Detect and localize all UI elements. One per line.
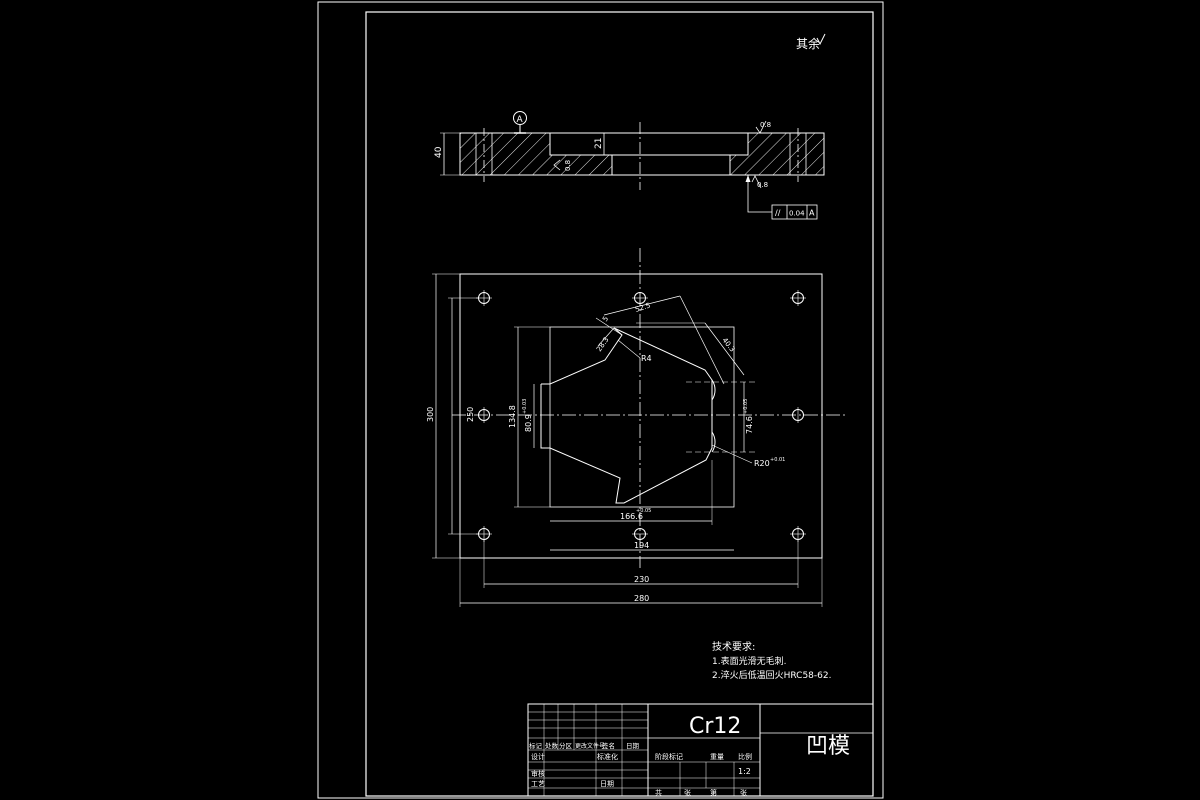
datum-a-label: A: [517, 115, 524, 125]
cavity-width-tol: +0.05: [636, 508, 651, 514]
sheet-no-label: 第: [710, 788, 717, 797]
bolt-hole: [632, 292, 648, 304]
material-text: Cr12: [689, 714, 741, 739]
sheets-label: 张: [684, 788, 691, 797]
inner-rectangle: [549, 326, 735, 508]
roughness-mark-top: 0.8: [760, 121, 771, 129]
tech-requirement-item: 2.淬火后低温回火HRC58-62.: [712, 669, 831, 681]
cavity-inner-height-tol: +0.03: [522, 399, 528, 414]
r4-leader: [617, 339, 641, 359]
bolt-hole: [478, 407, 490, 423]
plan-view: 52.5 28.3 40.3 5 R4 R20 +0.01 74.6 +0.05…: [426, 248, 848, 607]
tolerance-frame: [771, 204, 818, 220]
radius-r20-text: R20: [754, 459, 770, 468]
bolt-hole: [632, 528, 648, 540]
tolerance-arrow-icon: [745, 175, 751, 182]
cavity-slot-lower: [711, 431, 716, 453]
angled-dim-text-4: 5: [601, 315, 610, 323]
row-design-label: 设计: [531, 752, 545, 761]
header-label-signature: 签名: [602, 741, 615, 750]
sheet-outer-frame: [317, 1, 884, 799]
cavity-height-text: 134.8: [508, 405, 517, 428]
header-label-count: 处数: [545, 741, 559, 750]
row-process-label: 工艺: [531, 780, 545, 788]
cavity-slot-upper: [711, 379, 716, 401]
step-dim-text: 21: [594, 138, 604, 149]
angled-dim-text-2: 28.3: [595, 336, 610, 353]
section-hatch-right: [729, 132, 825, 176]
sheets-total-label: 共: [655, 788, 662, 797]
bolt-hole: [476, 526, 492, 542]
tolerance-symbol: //: [775, 209, 781, 218]
title-block: 标记 处数 分区 更改文件号 签名 日期 设计 标准化 审核 工艺 日期 Cr1…: [527, 703, 874, 797]
angled-dim-ext-1: [679, 295, 725, 385]
gap-dim-text: 74.6: [745, 416, 754, 434]
bolt-hole: [476, 290, 492, 306]
scale-label: 比例: [738, 752, 752, 761]
row-check-label: 审核: [531, 769, 545, 778]
thickness-dim-text: 40: [434, 146, 444, 158]
roughness-mark-top-icon: [755, 120, 767, 134]
angled-dim-ext-2: [595, 317, 623, 336]
tolerance-leader: [747, 175, 772, 213]
roughness-note: 其余: [796, 36, 820, 51]
header-label-date: 日期: [626, 742, 640, 750]
header-label-zone: 分区: [559, 741, 573, 750]
stage-label: 阶段标记: [655, 752, 683, 761]
tolerance-datum: A: [809, 209, 815, 218]
weight-label: 重量: [710, 753, 724, 761]
header-label-change-doc: 更改文件号: [575, 742, 605, 750]
r20-leader: [711, 444, 753, 464]
gap-dim-tol: +0.05: [743, 399, 749, 414]
roughness-mark-bottom: 0.8: [757, 181, 768, 189]
roughness-mark-left-icon: [553, 159, 561, 171]
inner-width-text: 194: [634, 541, 649, 550]
section-hatch-left: [459, 132, 613, 176]
roughness-symbol-icon: [816, 33, 826, 46]
sheet-no-suffix: 张: [740, 788, 747, 797]
angled-dim-line-3: [704, 322, 745, 376]
plate-outline: [459, 273, 823, 559]
outer-height-text: 300: [426, 407, 435, 422]
bolt-hole: [790, 290, 806, 306]
scale-value: 1:2: [738, 767, 751, 776]
angled-dim-line-1: [603, 295, 681, 316]
tech-requirement-item: 1.表面光滑无毛刺.: [712, 655, 786, 667]
angled-dim-text-1: 52.5: [634, 301, 651, 313]
row-standard-label: 标准化: [597, 752, 618, 761]
roughness-mark-bottom-icon: [751, 175, 762, 189]
tolerance-value: 0.04: [789, 210, 805, 218]
angled-dim-line-2: [597, 327, 615, 347]
tech-requirements-title: 技术要求:: [712, 640, 755, 653]
part-name-text: 凹模: [806, 734, 850, 759]
section-view: 40 21 A 0.8 0.8 0.8 // 0.04 A: [434, 111, 825, 220]
hole-spacing-x-text: 230: [634, 575, 649, 584]
outer-width-text: 280: [634, 594, 649, 603]
cavity-profile: [540, 327, 713, 504]
header-label-mark: 标记: [529, 741, 543, 750]
cavity-inner-height-text: 80.9: [524, 414, 533, 432]
cavity-width-text: 166.6: [620, 512, 643, 521]
hole-spacing-y-text: 250: [466, 407, 475, 422]
radius-r20-tol: +0.01: [770, 457, 785, 463]
bolt-hole: [792, 407, 804, 423]
bolt-hole: [790, 526, 806, 542]
row-date-label: 日期: [600, 780, 614, 788]
roughness-mark-left: 0.8: [564, 160, 572, 171]
radius-r4-text: R4: [641, 354, 652, 363]
